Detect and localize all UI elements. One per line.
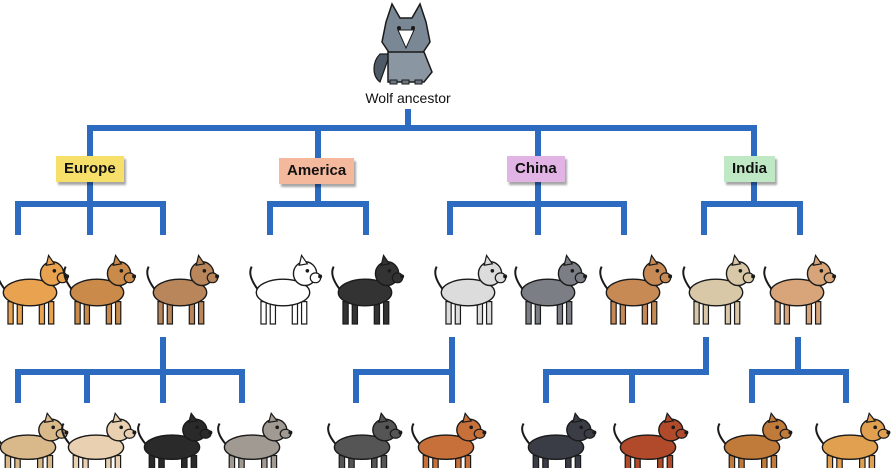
- weimaraner-icon: [217, 411, 293, 468]
- mastiff-icon: [146, 253, 220, 325]
- wolf-icon: [373, 2, 433, 85]
- region-america: America: [279, 158, 355, 184]
- breed-icons: [0, 253, 891, 468]
- greyhound-icon: [682, 253, 756, 325]
- boxer-icon: [763, 253, 837, 325]
- shar-pei-icon: [599, 253, 673, 325]
- branch-lines: [15, 109, 849, 403]
- wolf-ancestor-label: Wolf ancestor: [365, 90, 451, 106]
- pomeranian-icon: [0, 253, 70, 325]
- region-china: China: [507, 156, 565, 182]
- golden-retriever-icon: [815, 411, 891, 468]
- border-collie-icon: [331, 253, 405, 325]
- setter-icon: [613, 411, 689, 468]
- airedale-icon: [63, 253, 137, 325]
- bulldog-icon: [61, 411, 137, 468]
- cocker-spaniel-icon: [521, 411, 597, 468]
- dingo-icon: [411, 411, 487, 468]
- neapolitan-mastiff-icon: [514, 253, 588, 325]
- region-europe: Europe: [56, 156, 124, 182]
- region-india: India: [724, 156, 776, 182]
- collie-icon: [717, 411, 793, 468]
- husky-icon: [327, 411, 403, 468]
- bernese-icon: [137, 411, 213, 468]
- pug-icon: [0, 411, 69, 468]
- pitbull-icon: [434, 253, 508, 325]
- samoyed-icon: [249, 253, 323, 325]
